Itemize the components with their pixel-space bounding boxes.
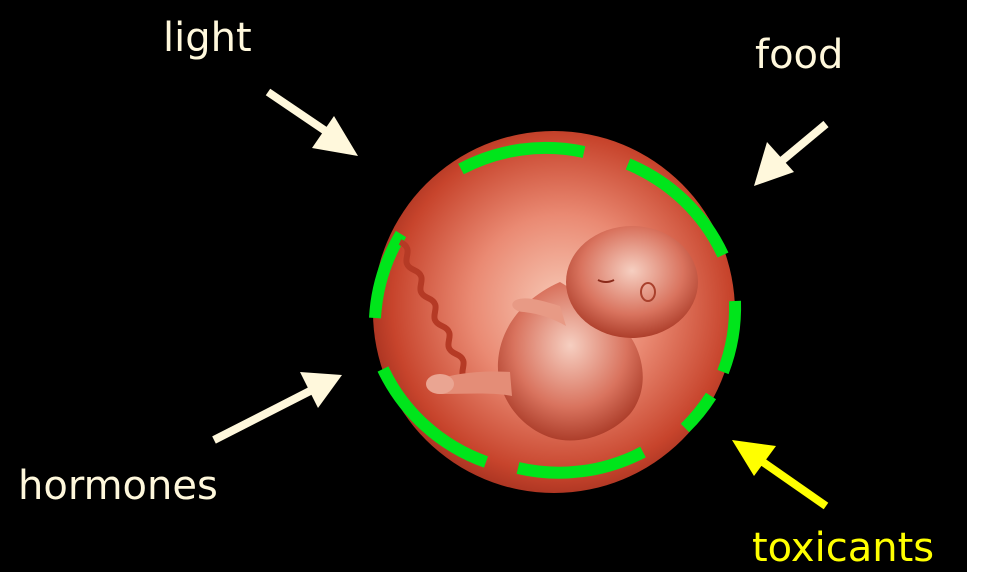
arrow-toxicants	[732, 440, 826, 506]
label-hormones: hormones	[18, 466, 218, 506]
label-light: light	[163, 18, 252, 58]
label-food: food	[755, 35, 843, 75]
arrow-food	[754, 124, 826, 186]
arrow-hormones	[214, 372, 342, 440]
arrow-light	[268, 92, 358, 156]
label-toxicants: toxicants	[752, 528, 934, 568]
